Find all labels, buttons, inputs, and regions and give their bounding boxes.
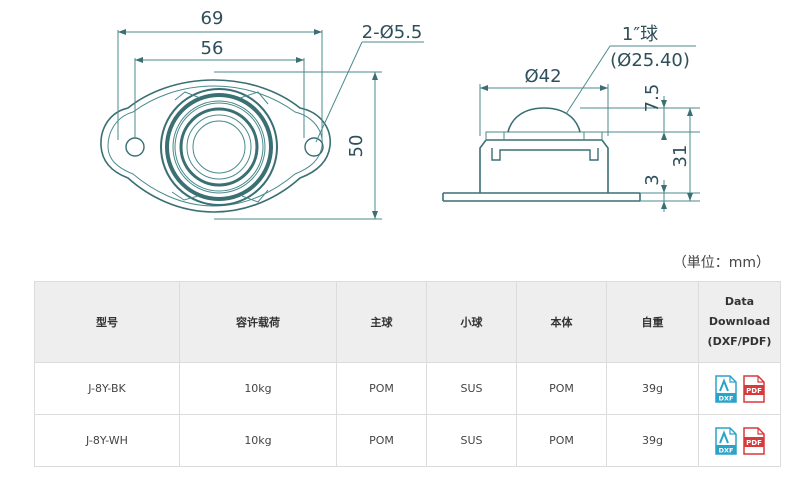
cell-load: 10kg bbox=[179, 362, 337, 415]
svg-text:DXF: DXF bbox=[718, 446, 733, 454]
ball-label: 1″球 bbox=[622, 24, 658, 45]
technical-drawing: 69 56 2-Ø5.5 50 bbox=[100, 8, 700, 220]
svg-text:PDF: PDF bbox=[746, 439, 762, 447]
cell-load: 10kg bbox=[179, 414, 337, 467]
dim-width-outer: 69 bbox=[201, 8, 224, 29]
dim-holes: 2-Ø5.5 bbox=[362, 22, 423, 43]
cell-main-ball: POM bbox=[336, 362, 427, 415]
cell-model: J-8Y-BK bbox=[34, 362, 180, 415]
dim-diameter: Ø42 bbox=[524, 66, 561, 87]
header-load: 容许载荷 bbox=[179, 281, 337, 363]
ball-diameter: (Ø25.40) bbox=[610, 50, 690, 71]
header-download: Data Download (DXF/PDF) bbox=[698, 281, 781, 363]
cell-download: DXF PDF bbox=[698, 362, 781, 415]
svg-text:DXF: DXF bbox=[718, 394, 733, 402]
pdf-download-icon[interactable]: PDF bbox=[742, 426, 765, 455]
top-view: 69 56 2-Ø5.5 50 bbox=[100, 8, 424, 220]
cell-body: POM bbox=[516, 362, 607, 415]
dxf-download-icon[interactable]: DXF bbox=[714, 374, 737, 403]
dim-height: 50 bbox=[346, 135, 367, 158]
dim-ball-height: 7.5 bbox=[642, 84, 663, 113]
cell-body: POM bbox=[516, 414, 607, 467]
cell-weight: 39g bbox=[606, 362, 699, 415]
pdf-download-icon[interactable]: PDF bbox=[742, 374, 765, 403]
table-header-row: 型号 容许载荷 主球 小球 本体 自重 Data Download (DXF/P… bbox=[34, 281, 781, 363]
side-view: Ø42 1″球 (Ø25.40) 7.5 31 3 bbox=[442, 24, 700, 212]
dxf-download-icon[interactable]: DXF bbox=[714, 426, 737, 455]
cell-small-ball: SUS bbox=[426, 414, 517, 467]
cell-small-ball: SUS bbox=[426, 362, 517, 415]
dim-total-height: 31 bbox=[670, 145, 691, 168]
dim-flange: 3 bbox=[642, 174, 663, 185]
header-weight: 自重 bbox=[606, 281, 699, 363]
header-small-ball: 小球 bbox=[426, 281, 517, 363]
cell-weight: 39g bbox=[606, 414, 699, 467]
cell-model: J-8Y-WH bbox=[34, 414, 180, 467]
table-row: J-8Y-BK 10kg POM SUS POM 39g DXF bbox=[34, 362, 781, 415]
cell-download: DXF PDF bbox=[698, 414, 781, 467]
header-body: 本体 bbox=[516, 281, 607, 363]
unit-label: （単位：mm） bbox=[672, 255, 770, 271]
header-model: 型号 bbox=[34, 281, 180, 363]
header-main-ball: 主球 bbox=[336, 281, 427, 363]
svg-text:PDF: PDF bbox=[746, 387, 762, 395]
cell-main-ball: POM bbox=[336, 414, 427, 467]
table-row: J-8Y-WH 10kg POM SUS POM 39g DXF bbox=[34, 414, 781, 467]
spec-table: 型号 容许载荷 主球 小球 本体 自重 Data Download (DXF/P… bbox=[34, 281, 781, 467]
dim-width-inner: 56 bbox=[201, 38, 224, 59]
